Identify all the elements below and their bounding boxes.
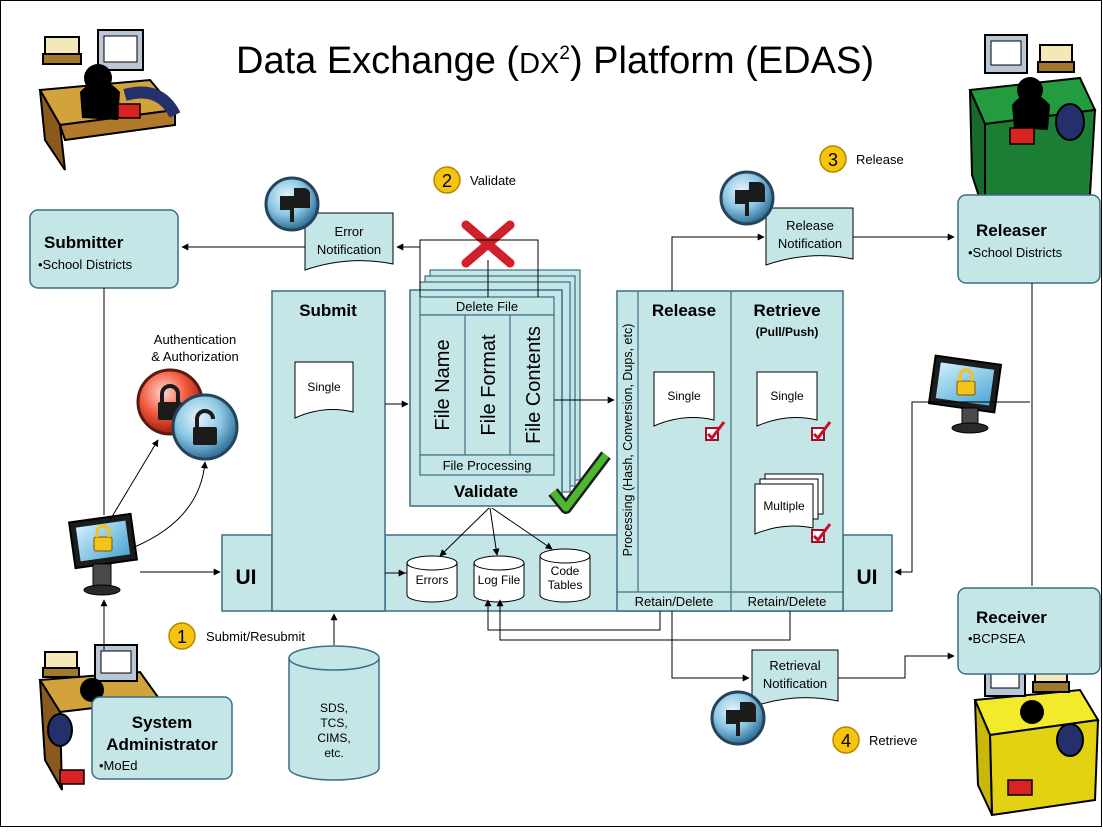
file-format-label: File Format: [478, 334, 500, 436]
svg-text:Tables: Tables: [548, 578, 583, 592]
checkbox-icon-release: [705, 421, 726, 441]
sysadmin-sub: •MoEd: [99, 758, 138, 773]
errors-store: Errors: [406, 555, 458, 603]
svg-text:3: 3: [828, 150, 838, 170]
submit-column: [271, 290, 386, 612]
step-4-marker: 4 Retrieve: [832, 726, 917, 754]
submit-label: Submit: [299, 301, 357, 320]
releaser-sub: •School Districts: [968, 245, 1063, 260]
submitter-box: Submitter •School Districts: [29, 209, 179, 289]
submit-document: Single: [294, 361, 354, 419]
release-notification: Release Notification: [765, 207, 854, 266]
retrieve-label: Retrieve: [753, 301, 820, 320]
source-database: SDS, TCS, CIMS, etc.: [288, 645, 380, 781]
monitor-lock-icon-left: [67, 512, 139, 596]
svg-text:Single: Single: [667, 389, 701, 403]
receiver-title: Receiver: [976, 608, 1047, 627]
svg-text:2: 2: [442, 171, 452, 191]
connectors: [100, 233, 1033, 682]
processing-label: Processing (Hash, Conversion, Dups, etc): [621, 324, 635, 557]
svg-text:Code: Code: [551, 564, 580, 578]
svg-text:Errors: Errors: [416, 573, 449, 587]
delete-file-label: Delete File: [456, 299, 518, 314]
step-1-label: Submit/Resubmit: [206, 629, 305, 644]
step-3-marker: 3 Release: [819, 145, 904, 173]
step-1-marker: 1 Submit/Resubmit: [168, 622, 305, 650]
svg-text:Error: Error: [335, 224, 365, 239]
mailbox-icon-release: [719, 170, 775, 226]
svg-text:Notification: Notification: [763, 676, 827, 691]
step-2-label: Validate: [470, 173, 516, 188]
mailbox-icon-retrieval: [710, 690, 766, 746]
retrieve-sub-label: (Pull/Push): [756, 325, 819, 339]
desk-figure-releaser: [968, 34, 1097, 217]
retrieval-notification: Retrieval Notification: [751, 649, 839, 708]
log-file-store: Log File: [473, 555, 525, 603]
retain-delete-retrieve: Retain/Delete: [748, 594, 827, 609]
sysadmin-box: System Administrator •MoEd: [91, 696, 233, 780]
svg-text:SDS,: SDS,: [320, 701, 348, 715]
release-retrieve-block: [616, 290, 844, 612]
ui-left-label: UI: [236, 566, 257, 589]
ui-right-label: UI: [857, 566, 878, 589]
auth-label-line-2: & Authorization: [151, 349, 238, 364]
retrieve-document-multiple: Multiple: [754, 473, 824, 535]
sysadmin-title-2: Administrator: [106, 735, 218, 754]
code-tables-store: Code Tables: [539, 548, 591, 603]
svg-text:Notification: Notification: [778, 236, 842, 251]
error-notification: Error Notification: [304, 212, 394, 271]
validated-check-icon: [548, 451, 611, 514]
auth-label-line-1: Authentication: [154, 332, 236, 347]
desk-figure-submitter: [38, 29, 181, 171]
svg-text:Release: Release: [786, 218, 834, 233]
svg-text:Single: Single: [307, 380, 341, 394]
step-3-label: Release: [856, 152, 904, 167]
svg-text:4: 4: [841, 731, 851, 751]
svg-text:Notification: Notification: [317, 242, 381, 257]
svg-text:TCS,: TCS,: [320, 716, 347, 730]
mailbox-icon-error: [264, 176, 320, 232]
unlock-icon-blue: [171, 393, 239, 461]
monitor-lock-icon-right: [927, 354, 1003, 434]
svg-text:Log File: Log File: [478, 573, 521, 587]
svg-text:1: 1: [177, 627, 187, 647]
svg-text:CIMS,: CIMS,: [317, 731, 350, 745]
release-document: Single: [653, 371, 715, 427]
checkbox-icon-retrieve-multiple: [811, 523, 832, 543]
svg-text:Multiple: Multiple: [763, 499, 805, 513]
reject-x-icon: [461, 220, 515, 268]
svg-text:etc.: etc.: [324, 746, 343, 760]
retrieve-document-single: Single: [756, 371, 818, 427]
svg-text:Single: Single: [770, 389, 804, 403]
file-name-label: File Name: [432, 339, 454, 430]
receiver-box: Receiver •BCPSEA: [957, 587, 1101, 675]
svg-text:Retrieval: Retrieval: [769, 658, 820, 673]
step-2-marker: 2 Validate: [433, 166, 516, 194]
step-4-label: Retrieve: [869, 733, 917, 748]
diagram-title: Data Exchange (DX2) Platform (EDAS): [236, 40, 874, 82]
submitter-sub: •School Districts: [38, 257, 133, 272]
releaser-title: Releaser: [976, 221, 1047, 240]
file-processing-label: File Processing: [443, 458, 532, 473]
receiver-sub: •BCPSEA: [968, 631, 1026, 646]
retain-delete-release: Retain/Delete: [635, 594, 714, 609]
desk-figure-sysadmin: [38, 644, 162, 791]
checkbox-icon-retrieve-single: [811, 421, 832, 441]
desk-figure-receiver: [973, 659, 1100, 817]
submitter-title: Submitter: [44, 233, 124, 252]
file-contents-label: File Contents: [523, 326, 545, 444]
validate-label: Validate: [454, 482, 518, 501]
releaser-box: Releaser •School Districts: [957, 194, 1101, 284]
release-label: Release: [652, 301, 716, 320]
sysadmin-title-1: System: [132, 713, 192, 732]
